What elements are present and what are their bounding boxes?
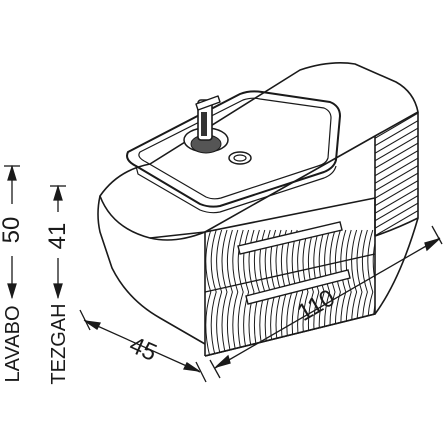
side-rib-line <box>375 209 418 236</box>
drawer-handles <box>204 221 376 305</box>
drain-inner <box>233 154 247 162</box>
drawer-division <box>204 253 376 293</box>
cabinet-left-end <box>97 195 206 345</box>
side-rib-line <box>375 112 418 141</box>
tezgah-label: TEZGAH <box>48 303 70 384</box>
cabinet-body <box>97 62 419 357</box>
side-rib-line <box>375 186 418 216</box>
cabinet-top-face <box>99 62 419 241</box>
width-dimension <box>209 225 443 379</box>
sink-inner-rim <box>138 97 332 200</box>
sink-basin <box>126 90 341 214</box>
lower-drawer-handle <box>245 269 351 305</box>
side-rib-line <box>375 126 418 156</box>
sink-outer-rim <box>126 90 341 208</box>
front-rib-line <box>216 229 223 356</box>
front-rib-line <box>232 229 239 356</box>
front-rib-line <box>345 229 352 356</box>
side-rib-line <box>375 179 418 208</box>
side-rib-line <box>375 164 418 193</box>
faucet-lever <box>195 95 221 111</box>
front-ribbed-panel <box>205 229 375 356</box>
front-rib-line <box>205 229 212 356</box>
upper-drawer-handle <box>237 221 343 255</box>
drain-outer <box>228 151 252 165</box>
front-rib-line <box>356 229 363 356</box>
side-rib-line <box>375 119 418 148</box>
drain <box>228 151 252 165</box>
front-rib-line <box>210 229 217 356</box>
depth-dimension <box>79 309 207 383</box>
side-rib-line <box>375 134 418 163</box>
side-rib-line <box>375 141 418 171</box>
lavabo-label: LAVABO <box>2 305 24 382</box>
side-rib-line <box>375 194 418 223</box>
side-rib-line <box>375 149 418 178</box>
side-rib-line <box>375 201 418 231</box>
cabinet-front-top-edge <box>149 231 206 239</box>
lavabo-height-label: 50 <box>0 217 25 244</box>
front-rib-line <box>291 229 298 356</box>
front-rib-line <box>226 229 233 356</box>
side-ribbed-panel <box>375 112 418 236</box>
depth-dimension-label: 45 <box>125 331 160 367</box>
tezgah-height-label: 41 <box>44 223 71 250</box>
front-rib-line <box>297 229 304 356</box>
front-rib-line <box>351 229 358 356</box>
faucet <box>183 95 229 154</box>
side-rib-line <box>375 156 418 186</box>
front-rib-line <box>334 229 341 356</box>
front-rib-line <box>221 229 228 356</box>
side-rib-line <box>375 171 418 201</box>
front-rib-line <box>286 229 293 356</box>
front-rib-line <box>361 229 368 356</box>
front-rib-line <box>367 229 374 356</box>
